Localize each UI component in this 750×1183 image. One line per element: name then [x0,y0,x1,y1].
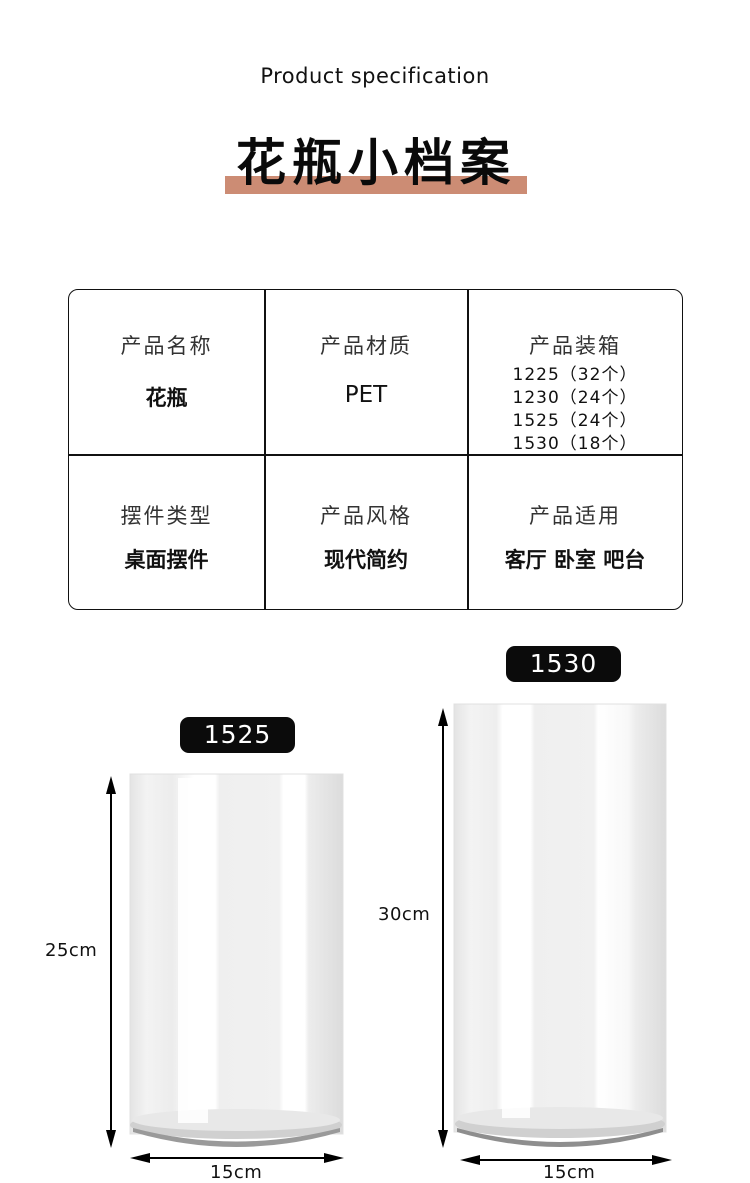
spec-cell-style: 产品风格 现代简约 [265,500,467,574]
spec-cell-usage: 产品适用 客厅 卧室 吧台 [468,500,682,574]
title-block: 花瓶小档案 [225,132,527,196]
spec-value: 客厅 卧室 吧台 [504,548,646,572]
model-badge-1525: 1525 [180,717,295,753]
title-underline [225,176,527,194]
packing-item: 1530（18个） [512,434,638,454]
spec-label: 产品名称 [120,334,213,358]
subtitle: Product specification [260,64,490,88]
height-label-1530: 30cm [378,904,431,925]
vase-1530-figure [432,700,682,1170]
width-label-1525: 15cm [210,1162,263,1183]
vase-1525-figure [100,770,360,1180]
spec-cell-material: 产品材质 PET [265,330,467,408]
spec-value: 桌面摆件 [124,548,209,572]
spec-table: 产品名称 花瓶 产品材质 PET 产品装箱 1225（32个） 1230（24个… [68,289,683,610]
page-title: 花瓶小档案 [236,134,516,192]
spec-value: PET [344,382,388,408]
model-badge-1530: 1530 [506,646,621,682]
packing-item: 1230（24个） [512,388,638,408]
divider [264,290,266,609]
packing-list: 1225（32个） 1230（24个） 1525（24个） 1530（18个） [468,364,682,456]
vase-1525-image [106,773,344,1163]
spec-label: 产品适用 [529,504,621,528]
divider [69,454,682,456]
spec-label: 产品材质 [320,334,412,358]
spec-cell-packing: 产品装箱 1225（32个） 1230（24个） 1525（24个） 1530（… [468,330,682,456]
vase-1530-image [438,703,672,1165]
packing-item: 1225（32个） [512,365,638,385]
divider [467,290,469,609]
spec-cell-type: 摆件类型 桌面摆件 [69,500,264,574]
spec-cell-name: 产品名称 花瓶 [69,330,264,412]
packing-item: 1525（24个） [512,411,638,431]
width-label-1530: 15cm [543,1162,596,1183]
spec-label: 产品装箱 [529,334,621,358]
spec-label: 摆件类型 [120,504,213,528]
spec-value: 现代简约 [324,548,408,572]
spec-label: 产品风格 [320,504,412,528]
height-label-1525: 25cm [45,940,98,961]
spec-value: 花瓶 [145,386,188,410]
